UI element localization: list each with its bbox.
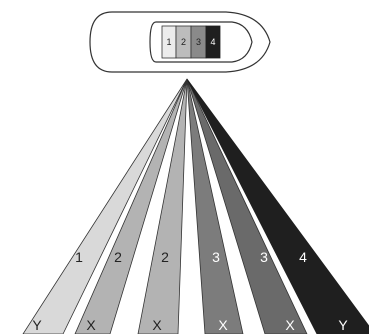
zone-labels: Y X X X X Y	[32, 317, 348, 333]
beam-number-1: 1	[75, 249, 83, 265]
beam-number-4: 4	[299, 249, 307, 265]
sensor-label-4: 4	[210, 37, 215, 47]
zone-label-y-right: Y	[338, 317, 348, 333]
sensor-4	[205, 25, 221, 59]
beam-2-right	[137, 78, 188, 334]
zone-label-x-1: X	[86, 317, 96, 333]
beam-3-left	[186, 78, 244, 334]
zone-label-y-left: Y	[32, 317, 42, 333]
zone-label-x-2: X	[152, 317, 162, 333]
beam-fan	[22, 78, 369, 334]
beam-number-3b: 3	[260, 249, 268, 265]
beam-number-2a: 2	[114, 249, 122, 265]
beam-number-2b: 2	[161, 249, 169, 265]
vehicle: 1 2 3 4	[89, 11, 271, 73]
beam-numbers: 1 2 2 3 3 4	[75, 249, 307, 265]
beam-number-3a: 3	[212, 249, 220, 265]
beam-1	[22, 78, 188, 334]
beam-3-right	[186, 78, 308, 334]
sensor-array: 1 2 3 4	[161, 25, 221, 59]
zone-label-x-3: X	[218, 317, 228, 333]
sensor-label-3: 3	[196, 37, 201, 47]
sensor-label-1: 1	[166, 37, 171, 47]
zone-label-x-4: X	[285, 317, 295, 333]
beam-2-left	[74, 78, 188, 334]
beam-4	[186, 78, 369, 334]
sensor-label-2: 2	[181, 37, 186, 47]
